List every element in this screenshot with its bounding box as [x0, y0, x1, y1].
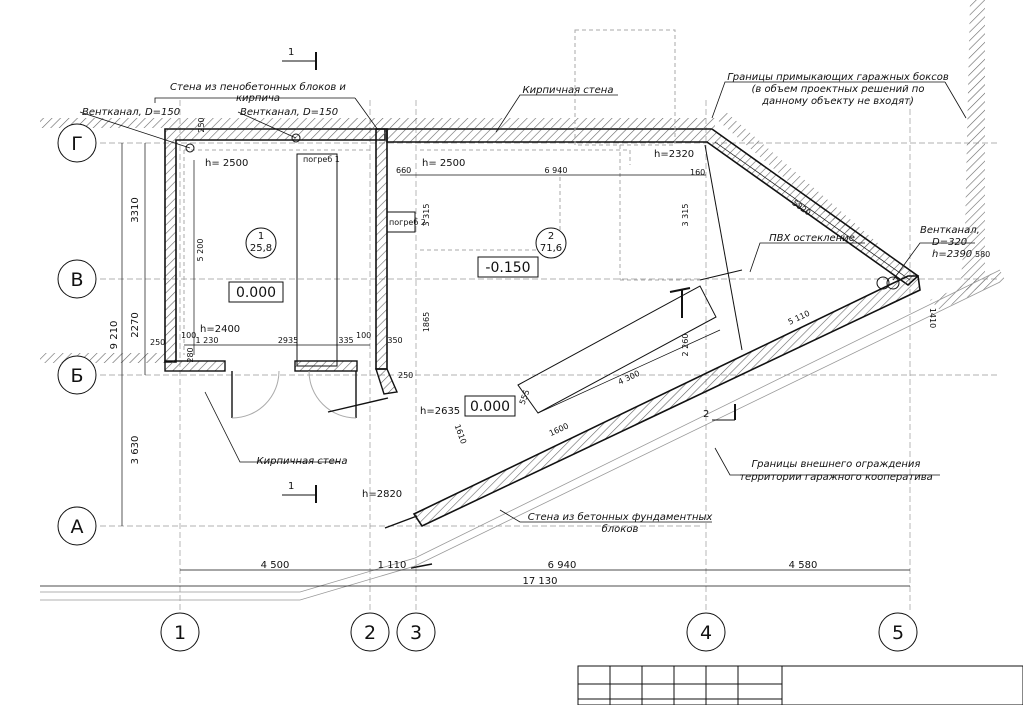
dim-350: 350 — [387, 336, 402, 345]
leaders — [79, 81, 975, 523]
height-h6: h=2820 — [362, 489, 402, 500]
dim-left-9210: 9 210 — [109, 321, 120, 350]
dim-1600: 1600 — [548, 421, 570, 438]
vent-label-2: Вентканал, D=150 — [240, 107, 338, 118]
dim-2935: 2935 — [278, 336, 298, 345]
note-fence-2: территории гаражного кооператива — [739, 472, 933, 483]
ground-hatch-right — [960, 0, 985, 290]
note-adjacent-3: данному объекту не входят) — [761, 95, 914, 107]
vent-label-1: Вентканал, D=150 — [82, 107, 180, 118]
height-h1: h= 2500 — [205, 158, 248, 169]
dim-2260: 2 260 — [681, 334, 690, 357]
room2-area: 71,6 — [540, 243, 562, 254]
dim-1230: 1 230 — [196, 336, 219, 345]
axis-col-3: 3 — [410, 622, 422, 644]
note-brick-wall-bottom: Кирпичная стена — [257, 456, 348, 467]
dim-bottom-1110: 1 110 — [378, 560, 407, 571]
dim-250b: 250 — [150, 338, 165, 347]
axis-row-g: Г — [71, 133, 83, 155]
note-fence-1: Границы внешнего ограждения — [752, 459, 921, 470]
section-1-top: 1 — [288, 47, 294, 58]
dim-250a: 250 — [197, 117, 206, 132]
dim-100a: 100 — [181, 331, 196, 340]
dim-left-2270: 2270 — [130, 312, 141, 337]
dim-580: 580 — [975, 250, 990, 259]
dim-1610: 1610 — [453, 423, 468, 445]
height-h5: h=2635 — [420, 406, 460, 417]
vent-label-3c: h=2390 — [932, 249, 972, 260]
room2-number: 2 — [548, 231, 554, 242]
note-adjacent-1: Границы примыкающих гаражных боксов — [727, 71, 949, 83]
axis-col-5: 5 — [892, 622, 904, 644]
room2-level: -0.150 — [485, 260, 530, 276]
note-concrete-wall-2: блоков — [602, 523, 639, 535]
dim-3315a: 3 315 — [422, 204, 431, 227]
cellar2-label: погреб 2 — [389, 218, 426, 227]
height-h4: h=2320 — [654, 149, 694, 160]
dim-bottom-4580: 4 580 — [789, 560, 818, 571]
ground-hatch-top — [40, 118, 715, 128]
axis-row-a: А — [71, 516, 84, 538]
dim-left-3310: 3310 — [130, 197, 141, 222]
dim-1410: 1410 — [928, 308, 937, 328]
axis-col-4: 4 — [700, 622, 712, 644]
grid-lines — [100, 100, 1000, 610]
dim-left-3630: 3 630 — [130, 436, 141, 465]
vent-label-3b: D=320 — [932, 237, 967, 248]
dim-660: 660 — [396, 166, 411, 175]
level-boxes — [228, 256, 539, 417]
dim-3315b: 3 315 — [681, 204, 690, 227]
dim-5200: 5 200 — [196, 239, 205, 262]
entry-level: 0.000 — [470, 399, 510, 415]
dim-1865: 1865 — [422, 312, 431, 332]
vent-label-3: Вентканал, — [920, 225, 980, 236]
dim-250c: 250 — [398, 371, 413, 380]
note-foam-wall: Стена из пенобетонных блоков и — [170, 81, 346, 93]
title-block — [577, 665, 1023, 705]
ground-hatch-right-b — [930, 270, 1005, 310]
room1-number: 1 — [258, 231, 264, 242]
walls — [164, 128, 921, 528]
dimension-lines — [40, 141, 911, 587]
height-h2: h= 2500 — [422, 158, 465, 169]
dim-bottom-total: 17 130 — [523, 576, 558, 587]
axis-row-b: Б — [70, 365, 83, 387]
interior — [40, 29, 1001, 601]
axis-col-2: 2 — [364, 622, 376, 644]
dim-555: 555 — [518, 388, 532, 405]
axis-bubbles — [57, 123, 918, 652]
cellar1-label: погреб 1 — [303, 155, 340, 164]
dim-280: 280 — [186, 347, 195, 362]
room1-level: 0.000 — [236, 285, 276, 301]
dim-bottom-4500: 4 500 — [261, 560, 290, 571]
axis-row-v: В — [70, 269, 83, 291]
note-concrete-wall-1: Стена из бетонных фундаментных — [528, 511, 713, 523]
dim-6940-inner: 6 940 — [545, 166, 568, 175]
dim-335: 335 — [338, 336, 353, 345]
dim-bottom-6940: 6 940 — [548, 560, 577, 571]
dim-160: 160 — [690, 168, 705, 177]
section-2: 2 — [703, 409, 709, 420]
note-brick-wall-top: Кирпичная стена — [523, 85, 614, 96]
note-pvc: ПВХ остекление — [769, 233, 855, 244]
axis-col-1: 1 — [174, 622, 186, 644]
ground-hatch-left — [40, 353, 165, 363]
note-foam-wall-2: кирпича — [236, 93, 280, 104]
dim-100b: 100 — [356, 331, 371, 340]
note-adjacent-2: (в объем проектных решений по — [752, 83, 925, 95]
room1-area: 25,8 — [250, 243, 272, 254]
ground-hatch-diag — [715, 112, 880, 252]
section-1-bottom: 1 — [288, 481, 294, 492]
height-h3: h=2400 — [200, 324, 240, 335]
section-marks — [282, 52, 736, 503]
